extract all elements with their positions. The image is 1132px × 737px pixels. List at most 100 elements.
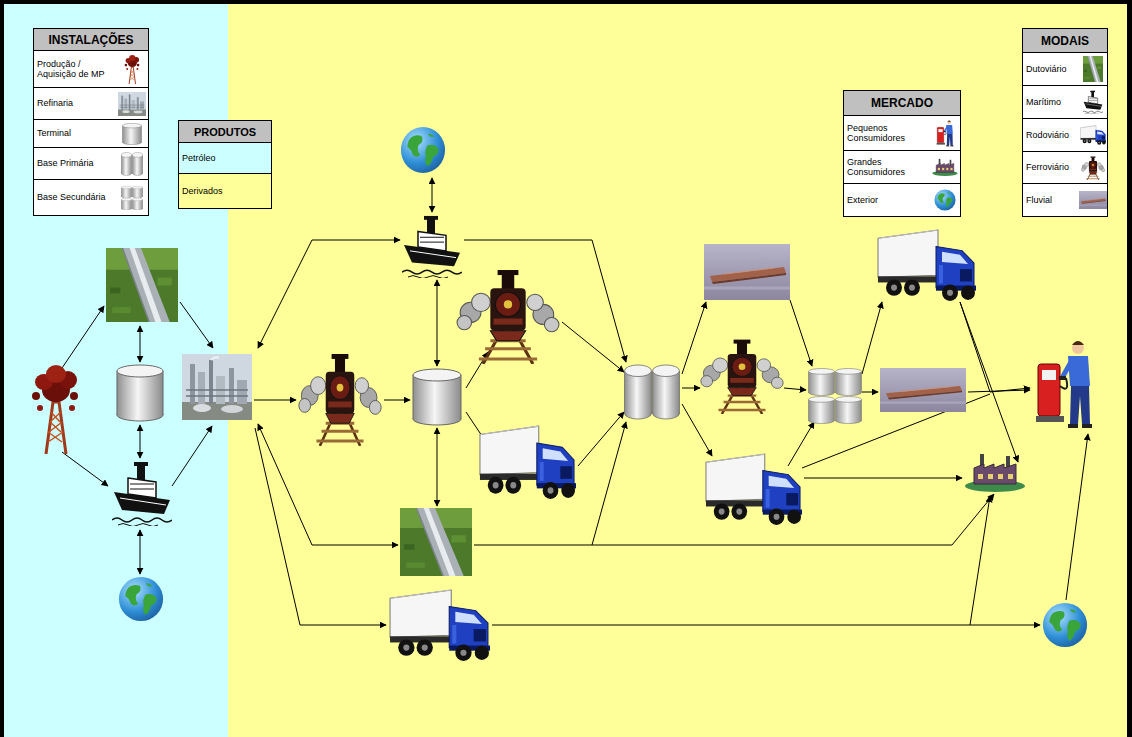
legend-text: Dutoviário [1023,63,1079,75]
legend-icon-shape [937,120,954,146]
terminal-tank-icon [117,365,163,421]
globe-icon [401,127,445,173]
legend-icon [934,189,956,211]
legend-icon-shape [121,186,143,210]
legend-heading-cell: MERCADO [844,91,960,116]
fuel-pump-icon [1036,341,1092,428]
legend-row: Fluvial [1023,183,1107,216]
legend-text: Petróleo [179,152,271,164]
legend-heading-cell: PRODUTOS [179,121,271,143]
legend-icon [118,92,146,116]
legend-icon-shape [122,123,141,144]
legend-text: Marítimo [1023,96,1079,108]
flow-arrow [682,302,706,374]
globe-icon [1043,603,1087,647]
flow-arrows [62,178,1088,625]
flow-arrow [255,428,386,625]
legend-text: Fluvial [1023,194,1079,206]
flow-arrow [384,400,410,401]
derivatives-region [228,0,1132,737]
truck-icon [480,426,576,499]
flow-arrow [968,390,1030,392]
secondary-base-icon [809,368,862,423]
flow-arrow [970,496,990,625]
legend-icon-shape [121,152,143,175]
flow-arrow [784,388,806,390]
legend-icon [1081,156,1105,180]
legend-swatch: Derivados [179,173,271,208]
flow-arrow [258,240,400,348]
flow-arrow [172,426,212,486]
ship-icon [402,216,462,279]
flow-arrow [578,412,624,466]
flow-arrow [62,306,104,368]
frame-border [0,0,1132,4]
flow-arrow [62,452,108,486]
legend-row: Base Primária [34,147,148,179]
legend-icon [1080,125,1106,145]
legend-text: Derivados [179,185,271,197]
flow-arrow [682,388,700,389]
frame-border [1127,0,1132,737]
legend-icon [122,123,142,145]
legend-text: Base Secundária [34,191,116,203]
train-icon [701,340,783,414]
legend-row: Rodoviário [1023,118,1107,151]
legend-row: Exterior [844,183,960,216]
legend-text: Produção / Aquisição de MP [34,58,116,81]
legend-row: Terminal [34,119,148,147]
flow-arrow [960,302,1018,462]
legend-text: Pequenos Consumidores [844,122,930,145]
flow-arrow [862,302,882,374]
factory-icon [965,454,1025,492]
legend-table: PRODUTOS PetróleoDerivados [178,120,272,209]
flow-arrow [437,280,438,366]
legend-icon [1083,90,1103,114]
flow-arrow [1066,434,1088,600]
train-icon [299,354,381,446]
flow-arrow [140,530,141,574]
legend-heading: PRODUTOS [194,126,256,138]
flow-arrow [432,178,433,212]
legend-icon [124,54,140,84]
flow-arrow [492,625,1040,626]
legend-icon-shape [125,55,140,84]
legend-heading-cell: INSTALAÇÕES [34,29,148,51]
oil-well-icon [32,365,78,454]
legend-icon-shape [1083,91,1103,114]
legend-row: Ferroviário [1023,151,1107,183]
legend-text: Rodoviário [1023,129,1079,141]
legend-icon-shape [932,159,957,176]
legend-row: Refinaria [34,87,148,119]
flow-arrow [180,302,213,348]
legend-text: Ferroviário [1023,161,1079,173]
legend-heading: MODAIS [1041,34,1089,48]
flow-arrow [804,478,962,479]
legend-row: Base Secundária [34,179,148,215]
legend-table: MERCADO Pequenos ConsumidoresGrandes Cons… [843,90,961,217]
legend-swatch: Petróleo [179,143,271,173]
legend-heading: INSTALAÇÕES [48,33,133,47]
legend-icon-shape [1079,191,1107,209]
train-icon [457,270,559,364]
legend-icon-shape [1083,56,1103,82]
flow-arrow [562,322,624,372]
legend-text: Grandes Consumidores [844,156,930,179]
legend-icon [1083,56,1103,82]
globe-icon [119,577,163,621]
legend-row: Dutoviário [1023,53,1107,85]
barge-photo [880,368,966,412]
legend-text: Terminal [34,127,116,139]
legend-row: Marítimo [1023,85,1107,118]
legend-icon-shape [1081,126,1106,145]
flow-arrow [682,404,712,456]
legend-row: Grandes Consumidores [844,150,960,183]
frame-border [0,0,4,737]
legend-row: Pequenos Consumidores [844,116,960,150]
terminal-tank-icon [413,369,461,425]
truck-icon [878,230,976,301]
flow-arrow [437,428,438,506]
legend-text: Refinaria [34,97,116,109]
